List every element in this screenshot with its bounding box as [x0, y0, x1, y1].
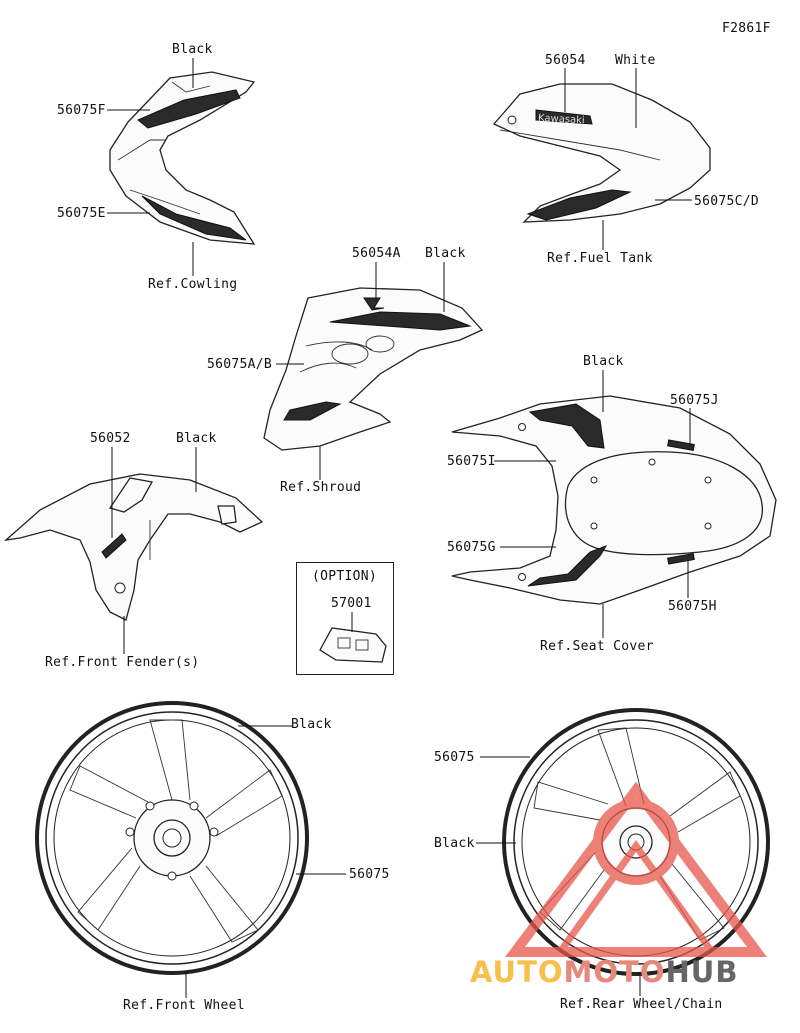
seat-black-label: Black [583, 354, 624, 369]
fender-ref-label: Ref.Front Fender(s) [45, 655, 200, 670]
fender-black-label: Black [176, 431, 217, 446]
cowl-black-label: Black [172, 42, 213, 57]
shroud-part-label: 56054A [352, 246, 401, 261]
figure-code: F2861F [722, 21, 771, 36]
shroud-part-ab-label: 56075A/B [207, 357, 273, 372]
shroud-black-label: Black [425, 246, 466, 261]
tank-ref-label: Ref.Fuel Tank [547, 251, 653, 266]
cowling-part [109, 71, 256, 245]
tank-part-label: 56054 [545, 53, 586, 68]
watermark-hub: HUB [665, 955, 739, 989]
watermark-logo-graphic [505, 781, 767, 957]
watermark-auto: AUTO [470, 955, 564, 989]
seat-part-g-label: 56075G [447, 540, 496, 555]
watermark-text: AUTOMOTOHUB [470, 955, 738, 989]
shroud-part [263, 287, 484, 451]
seat-part-i-label: 56075I [447, 454, 496, 469]
rear-ref-label: Ref.Rear Wheel/Chain [560, 997, 723, 1012]
cowl-ref-label: Ref.Cowling [148, 277, 238, 292]
front-part-label: 56075 [349, 867, 390, 882]
seat-ref-label: Ref.Seat Cover [540, 639, 654, 654]
watermark-moto: MOTO [563, 955, 666, 989]
front-wheel-part [35, 701, 309, 975]
cowl-part-e-label: 56075E [57, 206, 106, 221]
seat-part-h-label: 56075H [668, 599, 717, 614]
seat-cover-part [451, 395, 777, 605]
fender-part-label: 56052 [90, 431, 131, 446]
cowl-part-f-label: 56075F [57, 103, 106, 118]
option-title-label: (OPTION) [312, 569, 378, 584]
tank-part-cd-label: 56075C/D [694, 194, 760, 209]
option-box [296, 562, 394, 675]
seat-part-j-label: 56075J [670, 393, 719, 408]
front-fender-part [3, 473, 264, 621]
rear-black-label: Black [434, 836, 475, 851]
shroud-ref-label: Ref.Shroud [280, 480, 362, 495]
tank-white-label: White [615, 53, 656, 68]
rear-part-label: 56075 [434, 750, 475, 765]
option-part-label: 57001 [331, 596, 372, 611]
front-black-label: Black [291, 717, 332, 732]
option-part-57001 [319, 612, 387, 663]
front-ref-label: Ref.Front Wheel [123, 998, 245, 1013]
tank-brand-text: Kawasaki [538, 113, 585, 126]
fuel-tank-part: Kawasaki [492, 83, 711, 223]
